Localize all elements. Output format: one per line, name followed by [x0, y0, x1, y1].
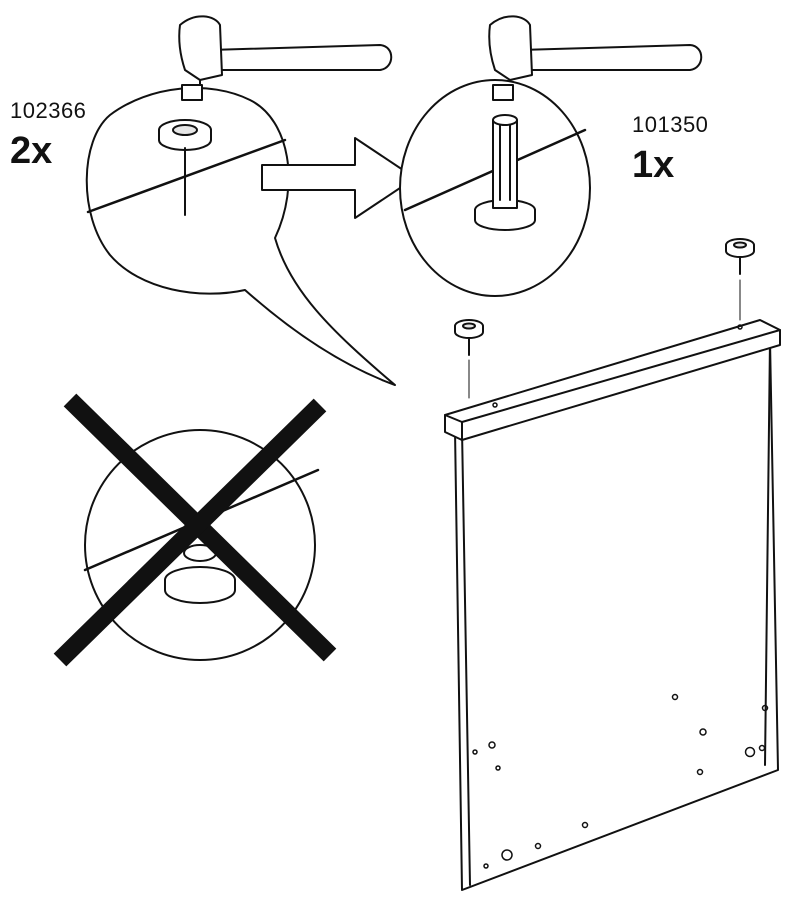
nail-pad-icon [158, 119, 212, 216]
nail-pad-icon [454, 319, 484, 399]
panel-holes [472, 324, 769, 869]
part-number-label: 102366 [10, 98, 87, 123]
nail-pad-installed-icon [474, 114, 536, 231]
quantity-label: 2x [10, 130, 53, 172]
hammer-icon [178, 15, 393, 101]
quantity-label: 1x [632, 144, 675, 186]
hammer-icon [488, 15, 703, 101]
part-number-label: 101350 [632, 112, 709, 137]
incorrect-detail-bubble [83, 429, 320, 661]
panel-icon [444, 319, 781, 891]
cross-icon [53, 393, 337, 667]
arrow-right-icon [261, 137, 416, 219]
detail-bubble-left [85, 87, 396, 386]
nail-pad-icon [725, 238, 755, 321]
detail-bubble-right [399, 79, 591, 297]
